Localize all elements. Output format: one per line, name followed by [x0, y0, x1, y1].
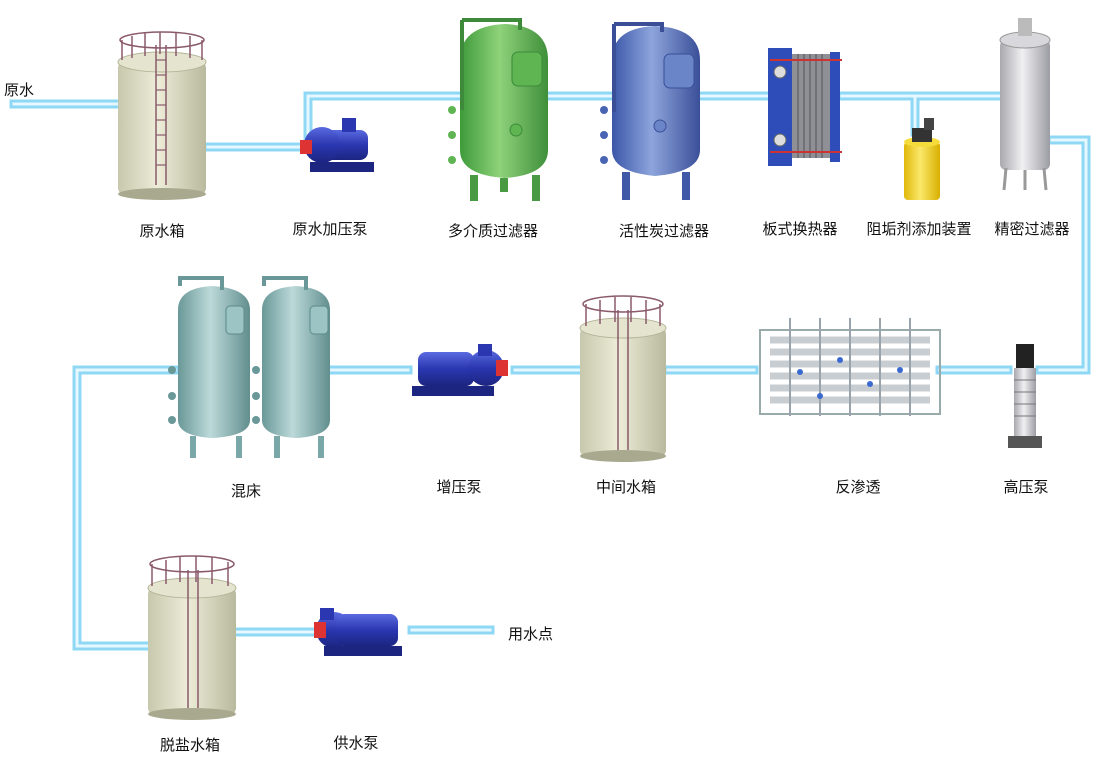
- mixed-bed-vessels: [168, 276, 330, 458]
- antiscalant-dosing-unit: [904, 118, 940, 200]
- label-raw-tank: 原水箱: [139, 222, 185, 240]
- label-antiscalant-dosing: 阻垢剂添加装置: [866, 220, 972, 238]
- reverse-osmosis-unit: [759, 318, 941, 416]
- label-supply-pump: 供水泵: [333, 734, 379, 752]
- raw-water-pump: [300, 118, 374, 172]
- plate-heat-exchanger: [768, 48, 842, 166]
- label-desalted-tank: 脱盐水箱: [159, 736, 221, 754]
- label-carbon-filter: 活性炭过滤器: [618, 222, 710, 240]
- outlet-label: 用水点: [508, 625, 554, 643]
- desalted-water-tank: [147, 555, 237, 720]
- label-booster-pump: 增压泵: [436, 478, 482, 496]
- precision-filter: [999, 18, 1051, 191]
- activated-carbon-filter: [600, 22, 700, 200]
- high-pressure-pump: [1008, 344, 1042, 448]
- label-raw-pump: 原水加压泵: [292, 220, 368, 238]
- label-reverse-osmosis: 反渗透: [835, 478, 881, 496]
- label-high-pressure-pump: 高压泵: [1003, 478, 1049, 496]
- supply-pump: [314, 608, 402, 656]
- label-precision-filter: 精密过滤器: [994, 220, 1070, 238]
- label-intermediate-tank: 中间水箱: [595, 478, 657, 496]
- label-plate-heat-exchanger: 板式换热器: [762, 220, 838, 238]
- multimedia-filter: [448, 18, 548, 201]
- label-multimedia-filter: 多介质过滤器: [447, 222, 539, 240]
- inlet-label: 原水: [4, 81, 35, 99]
- pipe-network: [9, 91, 1091, 651]
- label-mixed-bed: 混床: [230, 482, 262, 500]
- booster-pump: [412, 344, 508, 396]
- raw-water-tank: [117, 31, 207, 200]
- intermediate-water-tank: [579, 295, 667, 462]
